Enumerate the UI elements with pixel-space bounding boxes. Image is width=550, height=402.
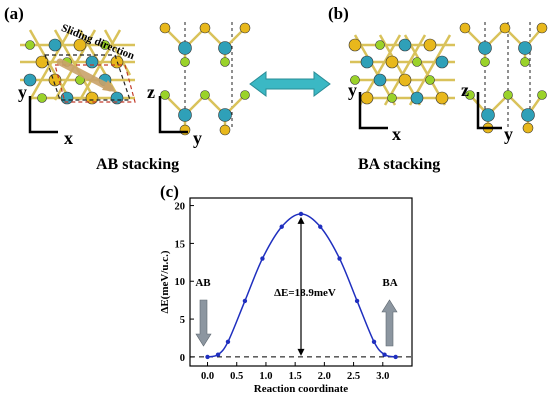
panel-c-label: (c) <box>160 182 179 201</box>
ab-annotation: AB <box>195 277 211 289</box>
data-point <box>318 224 323 229</box>
barrier-arrowhead-top <box>297 216 305 224</box>
data-point <box>225 339 231 344</box>
data-point <box>205 354 210 360</box>
data-point <box>393 354 398 360</box>
data-point <box>279 224 284 229</box>
y-tick-label: 15 <box>175 239 186 250</box>
x-tick-label: 2.5 <box>347 371 360 382</box>
data-point <box>298 211 304 217</box>
ab-side-y-label: y <box>193 128 202 148</box>
y-tick-label: 10 <box>175 277 186 288</box>
data-point <box>382 352 387 357</box>
data-point <box>215 352 221 357</box>
ba-up-arrow <box>381 299 398 347</box>
x-tick-label: 1.5 <box>289 371 302 382</box>
data-point <box>242 298 248 304</box>
x-tick-label: 2.0 <box>318 371 331 382</box>
y-tick-label: 0 <box>180 353 185 364</box>
y-axis-label: ΔE(meV/u.c.) <box>159 250 171 313</box>
ab-side-view-lattice <box>159 22 251 136</box>
ab-top-view-lattice <box>20 29 136 105</box>
ba-top-view-lattice <box>348 34 455 106</box>
ba-side-y-label: y <box>504 124 513 144</box>
ab-side-axes <box>158 96 188 134</box>
panel-a-figure <box>20 22 251 136</box>
ab-down-arrow <box>195 299 212 347</box>
ab-side-z-label: z <box>147 82 155 102</box>
data-point <box>337 256 342 261</box>
y-tick-label: 20 <box>175 202 186 213</box>
x-tick-label: 0.5 <box>230 371 243 382</box>
y-tick-label: 5 <box>180 315 185 326</box>
x-axis-label: Reaction coordinate <box>254 383 349 395</box>
ab-inplane-axes <box>28 96 58 134</box>
data-point <box>371 339 377 344</box>
barrier-annotation: ΔE=18.9meV <box>274 287 336 299</box>
ba-inplane-axes <box>358 92 388 130</box>
ba-annotation: BA <box>382 277 397 289</box>
ba-inplane-y-label: y <box>348 80 357 100</box>
data-point <box>260 256 265 261</box>
x-tick-label: 0.0 <box>201 371 214 382</box>
ba-side-view-lattice <box>459 22 548 134</box>
ba-inplane-x-label: x <box>392 124 401 144</box>
data-point <box>354 298 360 304</box>
ab-stacking-caption: AB stacking <box>96 156 180 173</box>
ba-side-z-label: z <box>461 80 469 100</box>
ab-inplane-y-label: y <box>18 82 27 102</box>
x-tick-label: 3.0 <box>376 371 389 382</box>
panel-a-label: (a) <box>4 4 24 23</box>
plot-frame <box>189 197 413 367</box>
ba-side-axes <box>476 92 502 130</box>
x-tick-label: 1.0 <box>259 371 272 382</box>
panel-b-figure <box>348 22 548 134</box>
barrier-arrowhead-bottom <box>297 348 305 356</box>
ba-stacking-caption: BA stacking <box>358 156 441 173</box>
ab-inplane-x-label: x <box>64 128 73 148</box>
panel-b-label: (b) <box>328 4 349 23</box>
double-arrow <box>249 71 331 97</box>
